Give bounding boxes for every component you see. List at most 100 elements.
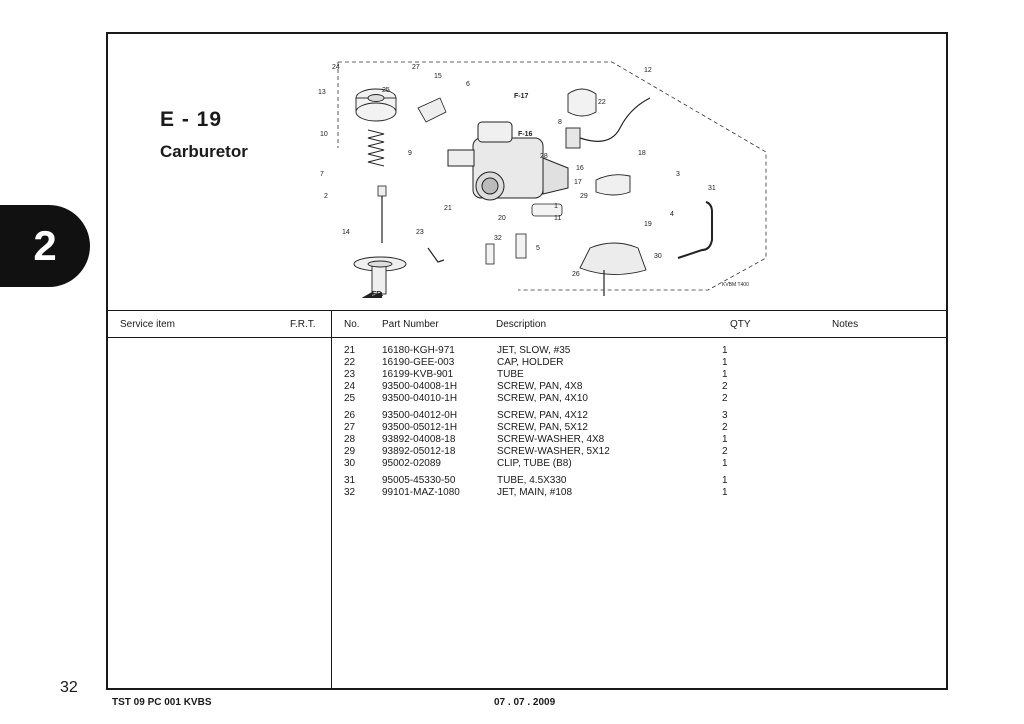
- table-row: 26 93500-04012-0H SCREW, PAN, 4X12 3: [344, 410, 752, 422]
- callout-label: 8: [558, 119, 562, 126]
- auto-choke: [565, 88, 651, 149]
- part-number: 95005-45330-50: [382, 475, 456, 486]
- bracket: [417, 97, 447, 123]
- header-divider: [108, 337, 946, 338]
- part-description: JET, SLOW, #35: [497, 345, 571, 356]
- table-row: 24 93500-04008-1H SCREW, PAN, 4X8 2: [344, 381, 752, 393]
- callout-label: 21: [444, 205, 452, 212]
- part-number: 95002-02089: [382, 458, 441, 469]
- part-number: 16190-GEE-003: [382, 357, 455, 368]
- callout-label: 18: [638, 150, 646, 157]
- part-no: 28: [344, 434, 356, 445]
- callout-label: 10: [320, 131, 328, 138]
- table-row: 22 16190-GEE-003 CAP, HOLDER 1: [344, 357, 752, 369]
- part-no: 29: [344, 446, 356, 457]
- header-qty: QTY: [730, 319, 751, 330]
- page-number: 32: [60, 679, 78, 696]
- fr-direction-label: FR.: [372, 291, 383, 298]
- callout-label: 24: [332, 64, 340, 71]
- chamber-cover: [355, 88, 397, 122]
- diaphragm: [353, 256, 407, 295]
- part-qty: 1: [722, 487, 728, 498]
- part-qty: 1: [722, 434, 728, 445]
- part-no: 21: [344, 345, 356, 356]
- drain-tube: [677, 201, 713, 259]
- header-description: Description: [496, 319, 547, 330]
- part-number: 93892-05012-18: [382, 446, 456, 457]
- callout-label: 3: [676, 171, 680, 178]
- part-no: 30: [344, 458, 356, 469]
- catalog-frame: E - 19 Carburetor: [106, 32, 948, 690]
- callout-label: 26: [572, 271, 580, 278]
- table-row: 25 93500-04010-1H SCREW, PAN, 4X10 2: [344, 393, 752, 405]
- part-no: 24: [344, 381, 356, 392]
- spring: [367, 129, 385, 167]
- table-row: 32 99101-MAZ-1080 JET, MAIN, #108 1: [344, 487, 752, 499]
- callout-label: 15: [434, 73, 442, 80]
- part-description: TUBE, 4.5X330: [497, 475, 567, 486]
- table-row: 23 16199-KVB-901 TUBE 1: [344, 369, 752, 381]
- upper-divider: [108, 310, 946, 311]
- callout-label: 28: [540, 153, 548, 160]
- callout-label: 30: [654, 253, 662, 260]
- callout-label: 27: [412, 64, 420, 71]
- callout-label: 1: [554, 203, 558, 210]
- header-frt: F.R.T.: [290, 319, 316, 330]
- document-date: 07 . 07 . 2009: [494, 697, 556, 708]
- callout-label: 14: [342, 229, 350, 236]
- section-code: E - 19: [160, 108, 223, 131]
- part-qty: 1: [722, 345, 728, 356]
- part-number: 93500-04008-1H: [382, 381, 458, 392]
- callout-label: 25: [382, 87, 390, 94]
- header-notes: Notes: [832, 319, 859, 330]
- part-qty: 3: [722, 410, 728, 421]
- part-no: 27: [344, 422, 356, 433]
- callout-label: F-16: [518, 131, 533, 138]
- callout-label: 20: [498, 215, 506, 222]
- part-no: 25: [344, 393, 356, 404]
- header-service-item: Service item: [120, 319, 176, 330]
- callout-label: 22: [598, 99, 606, 106]
- heater-cap: [595, 174, 631, 196]
- part-description: CAP, HOLDER: [497, 357, 564, 368]
- part-description: SCREW, PAN, 4X12: [497, 410, 588, 421]
- part-description: SCREW-WASHER, 4X8: [497, 434, 605, 445]
- part-number: 93892-04008-18: [382, 434, 456, 445]
- table-row: 30 95002-02089 CLIP, TUBE (B8) 1: [344, 458, 752, 470]
- section-name: Carburetor: [160, 142, 248, 161]
- callout-label: 4: [670, 211, 674, 218]
- table-row: 27 93500-05012-1H SCREW, PAN, 5X12 2: [344, 422, 752, 434]
- float-bowl: [579, 242, 647, 296]
- part-number: 93500-05012-1H: [382, 422, 458, 433]
- callout-label: 17: [574, 179, 582, 186]
- parts-table: 21 16180-KGH-971 JET, SLOW, #35 1 22 161…: [344, 345, 752, 499]
- callout-label: 31: [708, 185, 716, 192]
- part-qty: 1: [722, 458, 728, 469]
- part-description: SCREW, PAN, 4X10: [497, 393, 588, 404]
- part-qty: 2: [722, 422, 728, 433]
- carburetor-body: [447, 121, 569, 201]
- figure-code: KVBM T400: [722, 282, 749, 288]
- part-no: 32: [344, 487, 356, 498]
- callout-label: 2: [324, 193, 328, 200]
- callout-label: 11: [554, 215, 561, 222]
- part-description: TUBE: [497, 369, 524, 380]
- part-description: SCREW-WASHER, 5X12: [497, 446, 610, 457]
- document-code: TST 09 PC 001 KVBS: [112, 697, 212, 708]
- chapter-tab: 2: [0, 205, 90, 287]
- part-description: CLIP, TUBE (B8): [497, 458, 572, 469]
- callout-label: 23: [416, 229, 424, 236]
- part-number: 16180-KGH-971: [382, 345, 455, 356]
- outline-dashed: [338, 61, 767, 291]
- fr-arrow-icon: [361, 292, 382, 298]
- callout-label: 16: [576, 165, 584, 172]
- callout-label: 32: [494, 235, 502, 242]
- part-qty: 2: [722, 393, 728, 404]
- part-no: 31: [344, 475, 356, 486]
- part-number: 16199-KVB-901: [382, 369, 454, 380]
- part-number: 93500-04012-0H: [382, 410, 458, 421]
- callout-label: 9: [408, 150, 412, 157]
- part-description: SCREW, PAN, 5X12: [497, 422, 588, 433]
- header-part-number: Part Number: [382, 319, 439, 330]
- float-parts: [427, 203, 563, 265]
